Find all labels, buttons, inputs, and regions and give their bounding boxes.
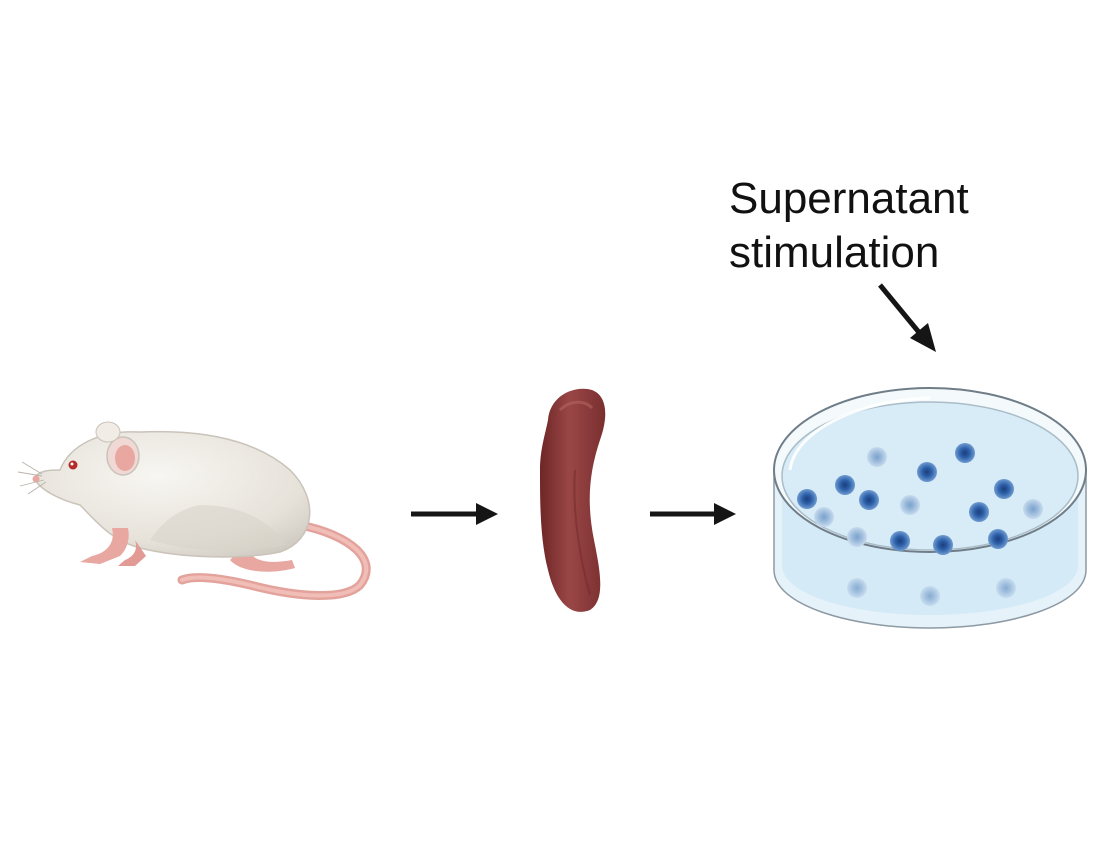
arrow-icon — [650, 503, 736, 525]
annotation-label: Supernatant stimulation — [729, 172, 969, 280]
petri-dish-icon — [773, 387, 1087, 629]
arrow-icon — [411, 503, 498, 525]
spleen-icon — [540, 388, 606, 612]
cell-group — [797, 443, 1043, 555]
cell-group — [847, 578, 1016, 606]
arrow-icon — [878, 283, 936, 352]
annotation-line-2: stimulation — [729, 228, 940, 277]
mouse-icon — [17, 421, 371, 600]
annotation-line-1: Supernatant — [729, 174, 969, 223]
